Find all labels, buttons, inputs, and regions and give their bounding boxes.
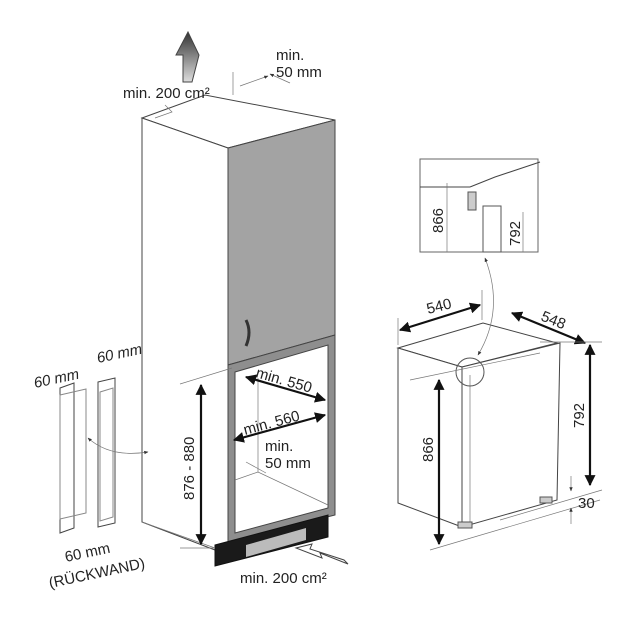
- detail-inset: 866 792: [419, 158, 541, 253]
- tall-cabinet: [140, 94, 336, 567]
- rear-gap-min-label: min.: [265, 438, 293, 455]
- top-vent-label: min. 200 cm²: [123, 85, 210, 102]
- back-wall-right-width: 60 mm: [95, 341, 143, 367]
- feet-height-label: 30: [578, 495, 595, 512]
- detail-height-total: 866: [430, 208, 447, 233]
- width-label: 540: [425, 295, 453, 318]
- top-gap-min-label: min.: [276, 47, 304, 64]
- back-wall-cutouts: [59, 377, 116, 534]
- appliance-door: [461, 342, 561, 528]
- depth-label: 548: [539, 308, 569, 333]
- top-gap-value-label: 50 mm: [276, 64, 322, 81]
- bottom-vent-label: min. 200 cm²: [240, 570, 327, 587]
- niche-height-label: 876 - 880: [181, 437, 198, 500]
- body-height-label: 792: [571, 403, 588, 428]
- appliance: [396, 322, 561, 529]
- airflow-in-arrow-icon: [294, 543, 349, 565]
- back-wall-bottom-width: 60 mm: [63, 540, 111, 566]
- door-handle-icon: [244, 319, 251, 347]
- back-wall-label: (RÜCKWAND): [47, 554, 146, 592]
- total-height-label: 866: [420, 437, 437, 462]
- rear-gap-value-label: 50 mm: [265, 455, 311, 472]
- detail-height-body: 792: [507, 221, 524, 246]
- detail-circle: [455, 357, 485, 387]
- cabinet-door: [227, 119, 336, 366]
- airflow-up-arrow-icon: [175, 30, 200, 83]
